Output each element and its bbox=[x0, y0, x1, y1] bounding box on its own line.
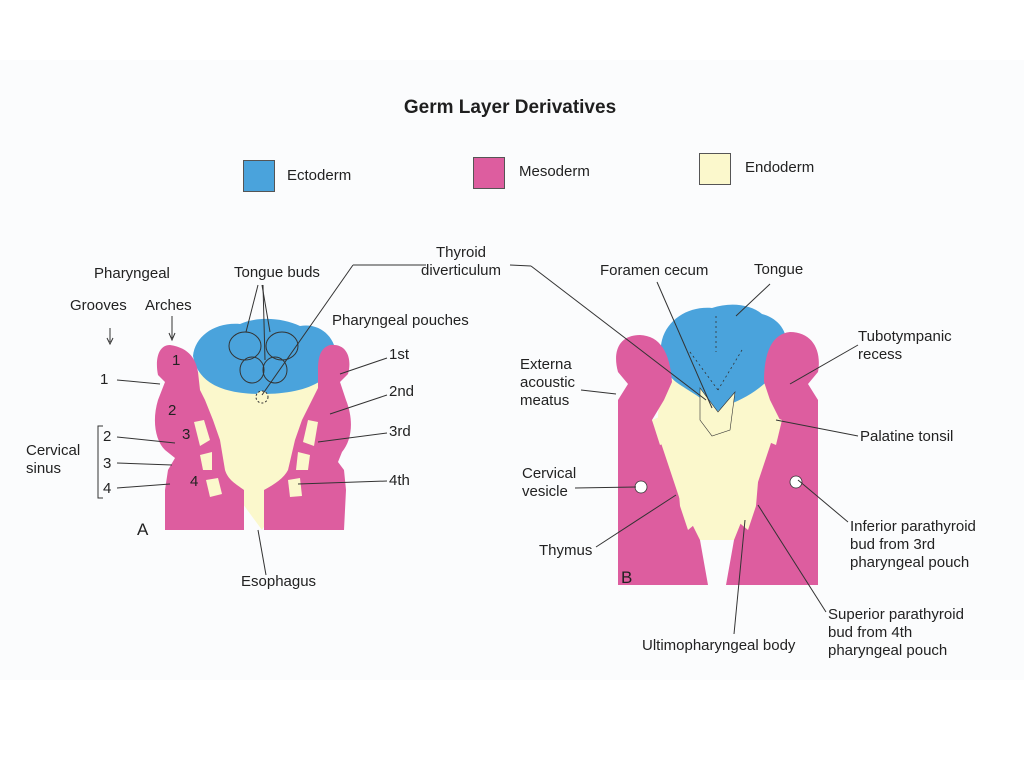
panel-a-left-pouch-4 bbox=[206, 478, 222, 497]
label-pouch-1st: 1st bbox=[389, 346, 410, 363]
legend-label-mesoderm: Mesoderm bbox=[519, 163, 590, 180]
label-arch-2: 2 bbox=[168, 402, 177, 419]
label-arches: Arches bbox=[145, 297, 192, 314]
label-tongue: Tongue bbox=[754, 261, 804, 278]
label-tongue-buds: Tongue buds bbox=[234, 264, 320, 281]
panel-a-left-pouch-3 bbox=[200, 452, 212, 470]
cervical-vesicle-cyst bbox=[634, 480, 648, 494]
tongue-bud bbox=[262, 356, 288, 384]
panel-b-left-pouch bbox=[652, 415, 672, 445]
label-pouch-4th: 4th bbox=[389, 472, 410, 489]
label-grooves: Grooves bbox=[70, 297, 127, 314]
label-groove-1: 1 bbox=[100, 371, 109, 388]
panel-b-tag: B bbox=[621, 568, 633, 587]
label-pharyngeal-pouches: Pharyngeal pouches bbox=[332, 312, 469, 329]
panel-a-tag: A bbox=[137, 520, 149, 539]
diagram-title: Germ Layer Derivatives bbox=[403, 97, 617, 118]
legend-swatch-endoderm bbox=[699, 153, 731, 185]
label-external-acoustic-meatus: Externa acoustic meatus bbox=[520, 356, 576, 409]
label-tubotympanic-recess: Tubotympanic recess bbox=[858, 328, 952, 363]
label-arch-3: 3 bbox=[182, 426, 191, 443]
label-thyroid-diverticulum: Thyroid diverticulum bbox=[421, 244, 502, 279]
label-pouch-3rd: 3rd bbox=[389, 423, 411, 440]
label-superior-parathyroid: Superior parathyroid bud from 4th pharyn… bbox=[828, 606, 964, 659]
label-inferior-parathyroid: Inferior parathyroid bud from 3rd pharyn… bbox=[850, 518, 976, 571]
legend-label-endoderm: Endoderm bbox=[745, 159, 815, 176]
panel-a-endoderm-pharynx bbox=[180, 372, 340, 530]
panel-b-right-pouch bbox=[764, 415, 782, 445]
label-groove-3: 3 bbox=[103, 455, 112, 472]
label-groove-4: 4 bbox=[103, 480, 112, 497]
label-arch-4: 4 bbox=[190, 473, 199, 490]
label-cervical-vesicle: Cervical vesicle bbox=[522, 465, 577, 500]
label-thymus: Thymus bbox=[539, 542, 593, 559]
legend-label-ectoderm: Ectoderm bbox=[287, 167, 352, 184]
legend-swatch-mesoderm bbox=[473, 157, 505, 189]
legend-swatch-ectoderm bbox=[243, 160, 275, 192]
label-palatine-tonsil: Palatine tonsil bbox=[860, 428, 954, 445]
panel-a-drawing bbox=[97, 264, 426, 576]
panel-b-left-thymus bbox=[676, 458, 700, 530]
panel-b-left-wall bbox=[616, 335, 708, 585]
tongue-bud bbox=[239, 356, 265, 384]
label-groove-2: 2 bbox=[103, 428, 112, 445]
label-arch-1: 1 bbox=[172, 352, 181, 369]
panel-a-left-pouch-2 bbox=[194, 420, 210, 446]
label-ultimopharyngeal-body: Ultimopharyngeal body bbox=[642, 637, 796, 654]
label-cervical-sinus: Cervical sinus bbox=[26, 442, 81, 477]
panel-a-right-pouch-2 bbox=[303, 420, 318, 446]
panel-b-drawing bbox=[509, 264, 859, 635]
label-pharyngeal: Pharyngeal bbox=[94, 265, 170, 282]
thyroid-bud bbox=[255, 390, 269, 404]
panel-b-right-thymus bbox=[736, 458, 760, 530]
label-foramen-cecum: Foramen cecum bbox=[600, 262, 709, 279]
panel-a-right-pouch-3 bbox=[296, 452, 310, 470]
label-pouch-2nd: 2nd bbox=[389, 383, 415, 400]
panel-b-ectoderm-tongue bbox=[660, 304, 787, 412]
inferior-parathyroid-circle bbox=[789, 475, 803, 489]
panel-a-right-pouch-4 bbox=[288, 478, 302, 497]
label-esophagus: Esophagus bbox=[241, 573, 317, 590]
